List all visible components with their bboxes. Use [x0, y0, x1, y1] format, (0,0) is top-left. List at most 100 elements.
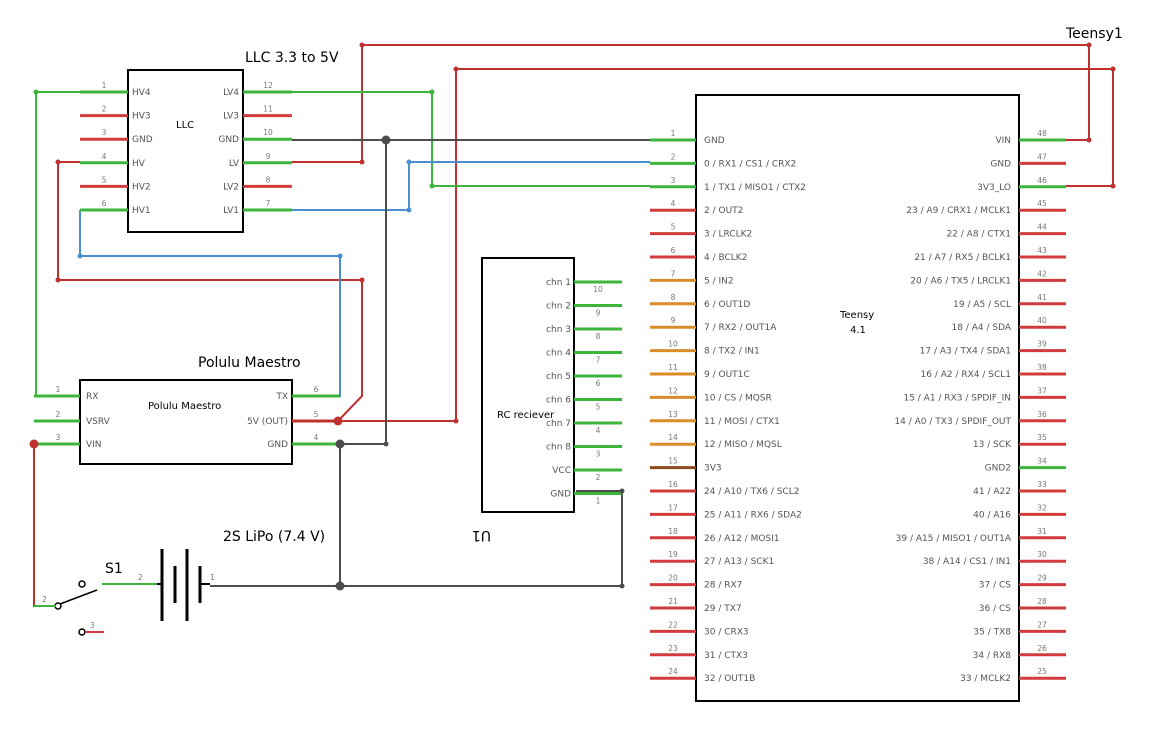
rc-name: RC reciever — [497, 410, 555, 421]
teensy-pin-number: 1 — [671, 129, 676, 138]
teensy-pin-number: 30 — [1037, 550, 1047, 559]
teensy-pin-label: 8 / TX2 / IN1 — [704, 347, 760, 357]
wire-gnd-battery-gray — [210, 444, 341, 587]
llc-pin-label: LV2 — [223, 182, 239, 192]
maestro-title: Polulu Maestro — [198, 355, 301, 371]
teensy-pin-label: GND2 — [985, 464, 1011, 474]
teensy-pin-number: 11 — [668, 363, 678, 372]
junction-dot — [383, 441, 389, 447]
teensy-pin-label: 33 / MCLK2 — [960, 674, 1011, 684]
teensy-pin-label: 20 / A6 / TX5 / LRCLK1 — [910, 276, 1011, 286]
teensy-pin-number: 35 — [1037, 433, 1047, 442]
junction-dot — [1086, 42, 1092, 48]
teensy-pin-number: 6 — [671, 246, 676, 255]
maestro-pin-number: 6 — [314, 385, 319, 394]
teensy-pin-label: 9 / OUT1C — [704, 370, 750, 380]
maestro-pin-label: RX — [86, 392, 98, 402]
teensy-pin-number: 42 — [1037, 269, 1047, 278]
llc-name: LLC — [176, 120, 194, 131]
teensy-pin-label: 6 / OUT1D — [704, 300, 750, 310]
teensy-pin-number: 25 — [1037, 667, 1047, 676]
teensy-pin-label: 23 / A9 / CRX1 / MCLK1 — [906, 206, 1011, 216]
junction-dot — [337, 253, 343, 259]
teensy-pin-label: 24 / A10 / TX6 / SCL2 — [704, 487, 799, 497]
junction-dot — [1110, 66, 1116, 72]
llc-pin-number: 5 — [102, 175, 107, 184]
teensy-pin-number: 7 — [671, 269, 676, 278]
maestro-pin-number: 3 — [56, 433, 61, 442]
maestro-pin-label: VSRV — [86, 417, 111, 427]
teensy-pin-number: 2 — [671, 152, 676, 161]
maestro-pin-label: VIN — [86, 440, 102, 450]
teensy-pin-number: 28 — [1037, 597, 1047, 606]
teensy-pin-number: 13 — [668, 410, 678, 419]
teensy-pin-label: 15 / A1 / RX3 / SPDIF_IN — [903, 393, 1011, 403]
llc-pin-number: 9 — [266, 152, 271, 161]
llc-pin-label: LV4 — [223, 88, 239, 98]
llc-pin-number: 12 — [263, 81, 273, 90]
switch-label: S1 — [105, 561, 123, 577]
junction-dot — [619, 488, 625, 494]
teensy-pin-number: 23 — [668, 644, 678, 653]
teensy-pin-label: 40 / A16 — [973, 510, 1011, 520]
junction-dot-large — [29, 439, 39, 449]
teensy-pin-number: 38 — [1037, 363, 1047, 372]
teensy-pin-label: 1 / TX1 / MISO1 / CTX2 — [704, 183, 806, 193]
teensy-pin-label: 17 / A3 / TX4 / SDA1 — [920, 347, 1011, 357]
rc-pin-label: chn 7 — [546, 419, 571, 429]
junction-dot — [1110, 183, 1116, 189]
teensy-pin-number: 36 — [1037, 410, 1047, 419]
maestro-pin-label: 5V (OUT) — [247, 417, 288, 427]
junction-dot-large — [381, 135, 391, 145]
rc-pin-label: chn 4 — [546, 349, 571, 359]
teensy-pin-label: 10 / CS / MQSR — [704, 393, 772, 403]
junction-dot — [429, 89, 435, 95]
teensy-pin-number: 5 — [671, 223, 676, 232]
teensy-ref-label: Teensy1 — [1065, 26, 1123, 42]
teensy-pin-label: 3V3 — [704, 464, 722, 474]
teensy-pin-label: 11 / MOSI / CTX1 — [704, 417, 780, 427]
junction-dot — [55, 277, 61, 283]
junction-dot — [33, 89, 39, 95]
rc-ref-label: U1 — [472, 527, 491, 543]
teensy-pin-number: 12 — [668, 386, 678, 395]
teensy-pin-number: 27 — [1037, 620, 1047, 629]
teensy-name: Teensy — [839, 310, 874, 321]
rc-pin-number: 4 — [596, 426, 601, 435]
rc-pin-number: 7 — [596, 356, 601, 365]
teensy-pin-number: 39 — [1037, 340, 1047, 349]
teensy-pin-number: 22 — [668, 620, 678, 629]
teensy-pin-number: 16 — [668, 480, 678, 489]
teensy-pin-number: 47 — [1037, 152, 1047, 161]
llc-pin-number: 4 — [102, 152, 107, 161]
llc-pin-number: 7 — [266, 199, 271, 208]
teensy-pin-label: 22 / A8 / CTX1 — [946, 230, 1011, 240]
llc-pin-label: LV1 — [223, 206, 239, 216]
teensy-pin-label: 21 / A7 / RX5 / BCLK1 — [914, 253, 1011, 263]
teensy-pin-label: 41 / A22 — [973, 487, 1011, 497]
teensy-pin-number: 18 — [668, 527, 678, 536]
teensy-pin-label: 36 / CS — [979, 604, 1011, 614]
teensy-pin-label: 13 / SCK — [973, 440, 1012, 450]
junction-dot — [429, 183, 435, 189]
teensy-pin-number: 21 — [668, 597, 678, 606]
llc-title: LLC 3.3 to 5V — [245, 50, 339, 66]
teensy-pin-number: 20 — [668, 574, 678, 583]
teensy-pin-number: 43 — [1037, 246, 1047, 255]
teensy-pin-label: 16 / A2 / RX4 / SCL1 — [921, 370, 1011, 380]
rc-pin-label: VCC — [552, 466, 571, 476]
teensy-pin-number: 26 — [1037, 644, 1047, 653]
teensy-pin-label: 31 / CTX3 — [704, 651, 748, 661]
teensy-pin-label: GND — [990, 159, 1011, 169]
junction-dot — [359, 159, 365, 165]
teensy-pin-label: GND — [704, 136, 725, 146]
teensy-pin-label: 7 / RX2 / OUT1A — [704, 323, 777, 333]
teensy-pin-label: 3 / LRCLK2 — [704, 230, 752, 240]
teensy-pin-number: 19 — [668, 550, 678, 559]
llc-pin-label: HV3 — [132, 112, 151, 122]
maestro-name: Polulu Maestro — [148, 401, 221, 412]
rc-pin-number: 1 — [596, 497, 601, 506]
teensy-pin-number: 32 — [1037, 503, 1047, 512]
rc-pin-label: chn 2 — [546, 302, 571, 312]
